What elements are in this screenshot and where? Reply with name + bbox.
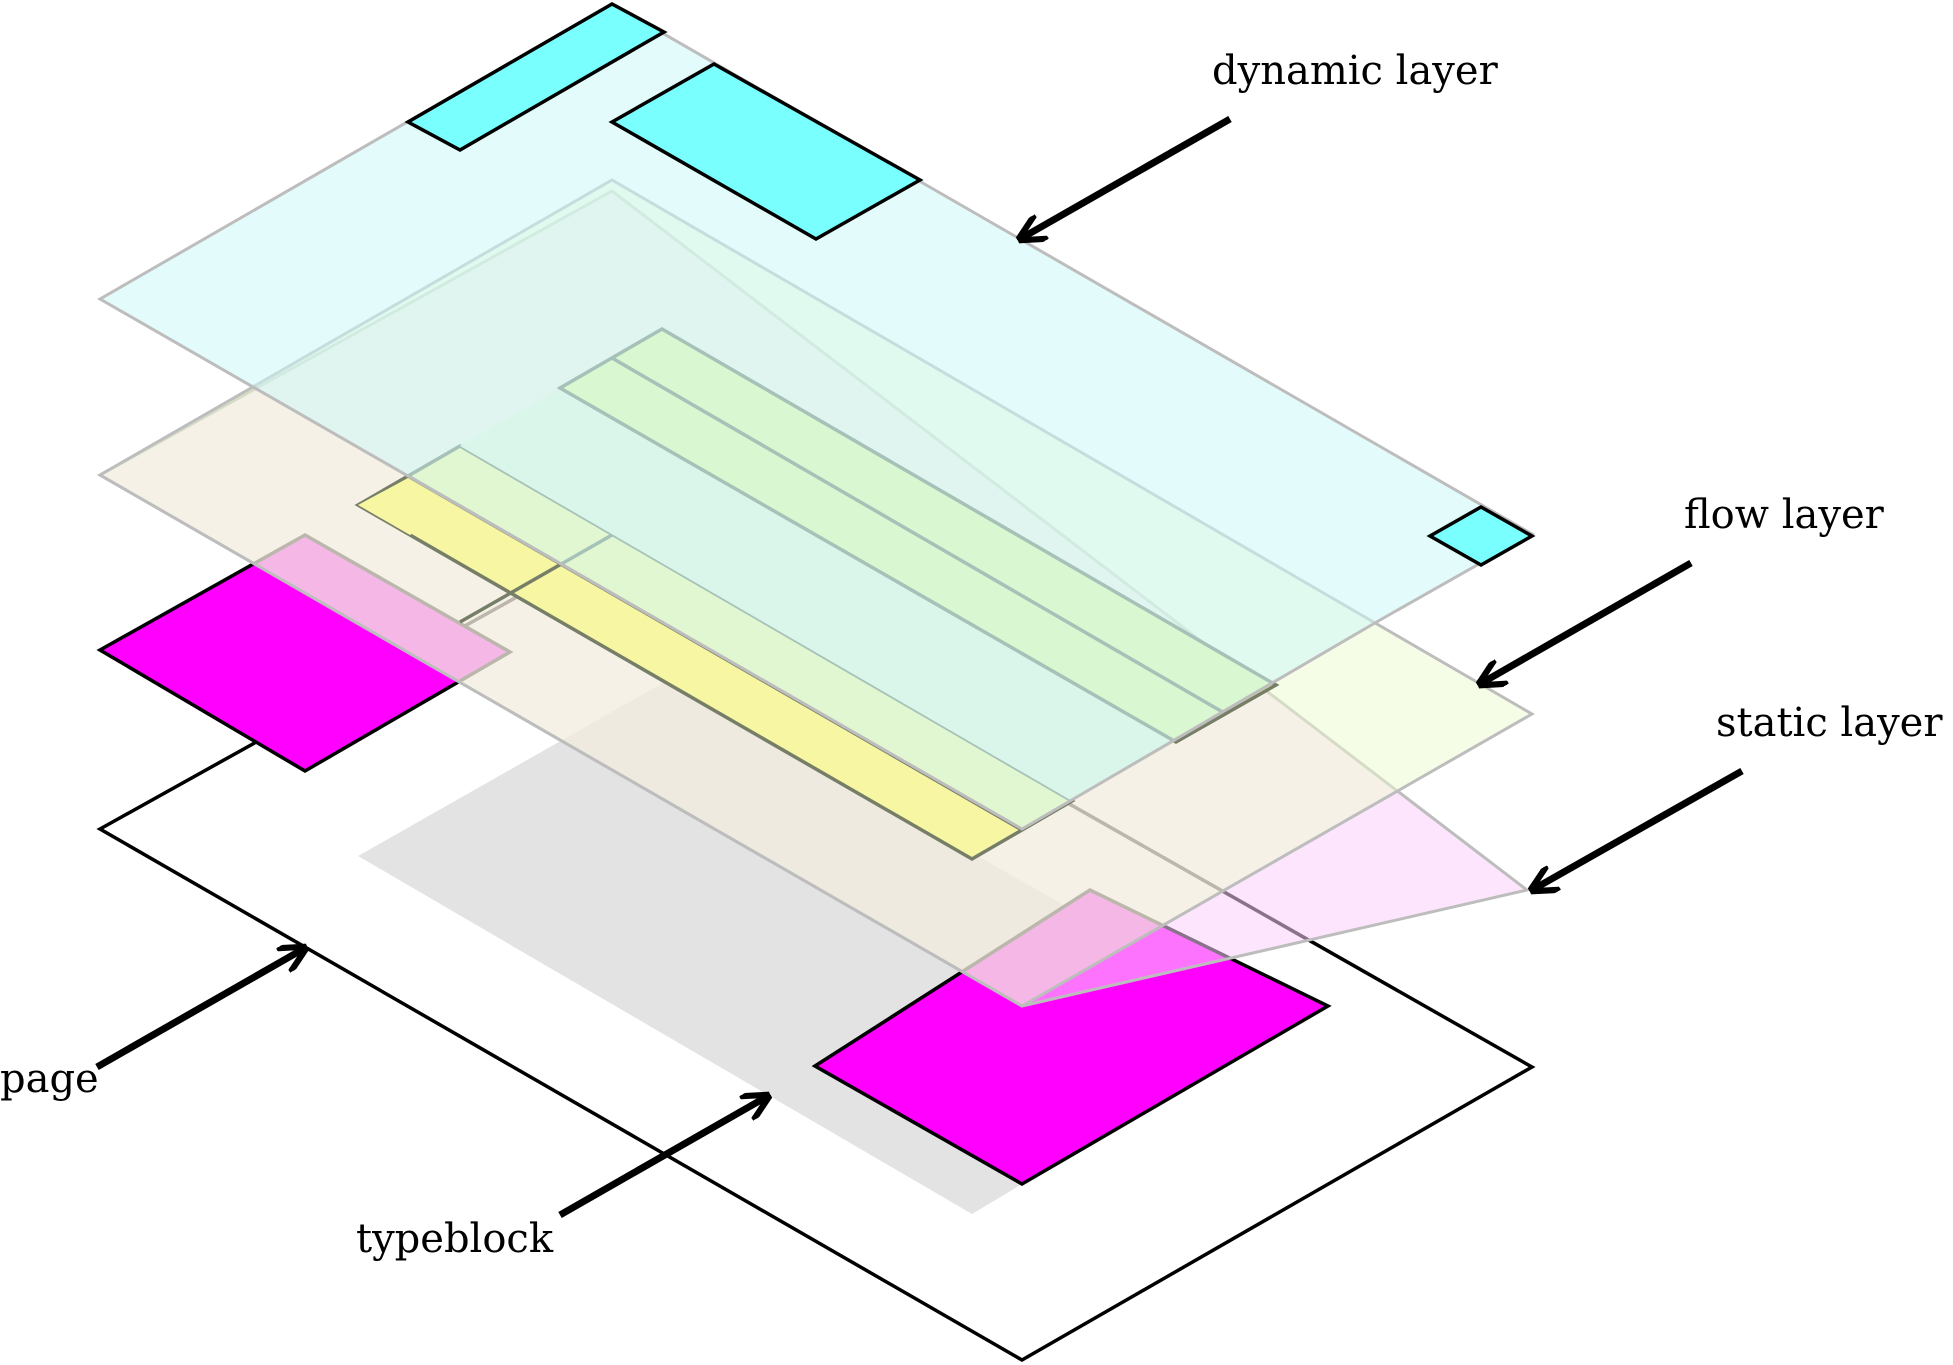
arrow-typeblock <box>558 1096 768 1219</box>
dynamic-box-small-right <box>1426 504 1536 568</box>
label-static-layer: static layer <box>1716 700 1943 746</box>
arrow-dynamic-layer <box>1020 115 1232 239</box>
arrow-page <box>95 948 305 1071</box>
label-flow-layer: flow layer <box>1684 492 1885 538</box>
arrow-static-layer <box>1532 767 1744 890</box>
label-typeblock: typeblock <box>356 1216 554 1262</box>
label-dynamic-layer: dynamic layer <box>1212 48 1499 94</box>
dynamic-box-top-left <box>404 1 668 153</box>
label-page: page <box>0 1056 99 1102</box>
arrow-flow-layer <box>1480 559 1693 684</box>
dynamic-box-top-middle <box>608 61 924 242</box>
